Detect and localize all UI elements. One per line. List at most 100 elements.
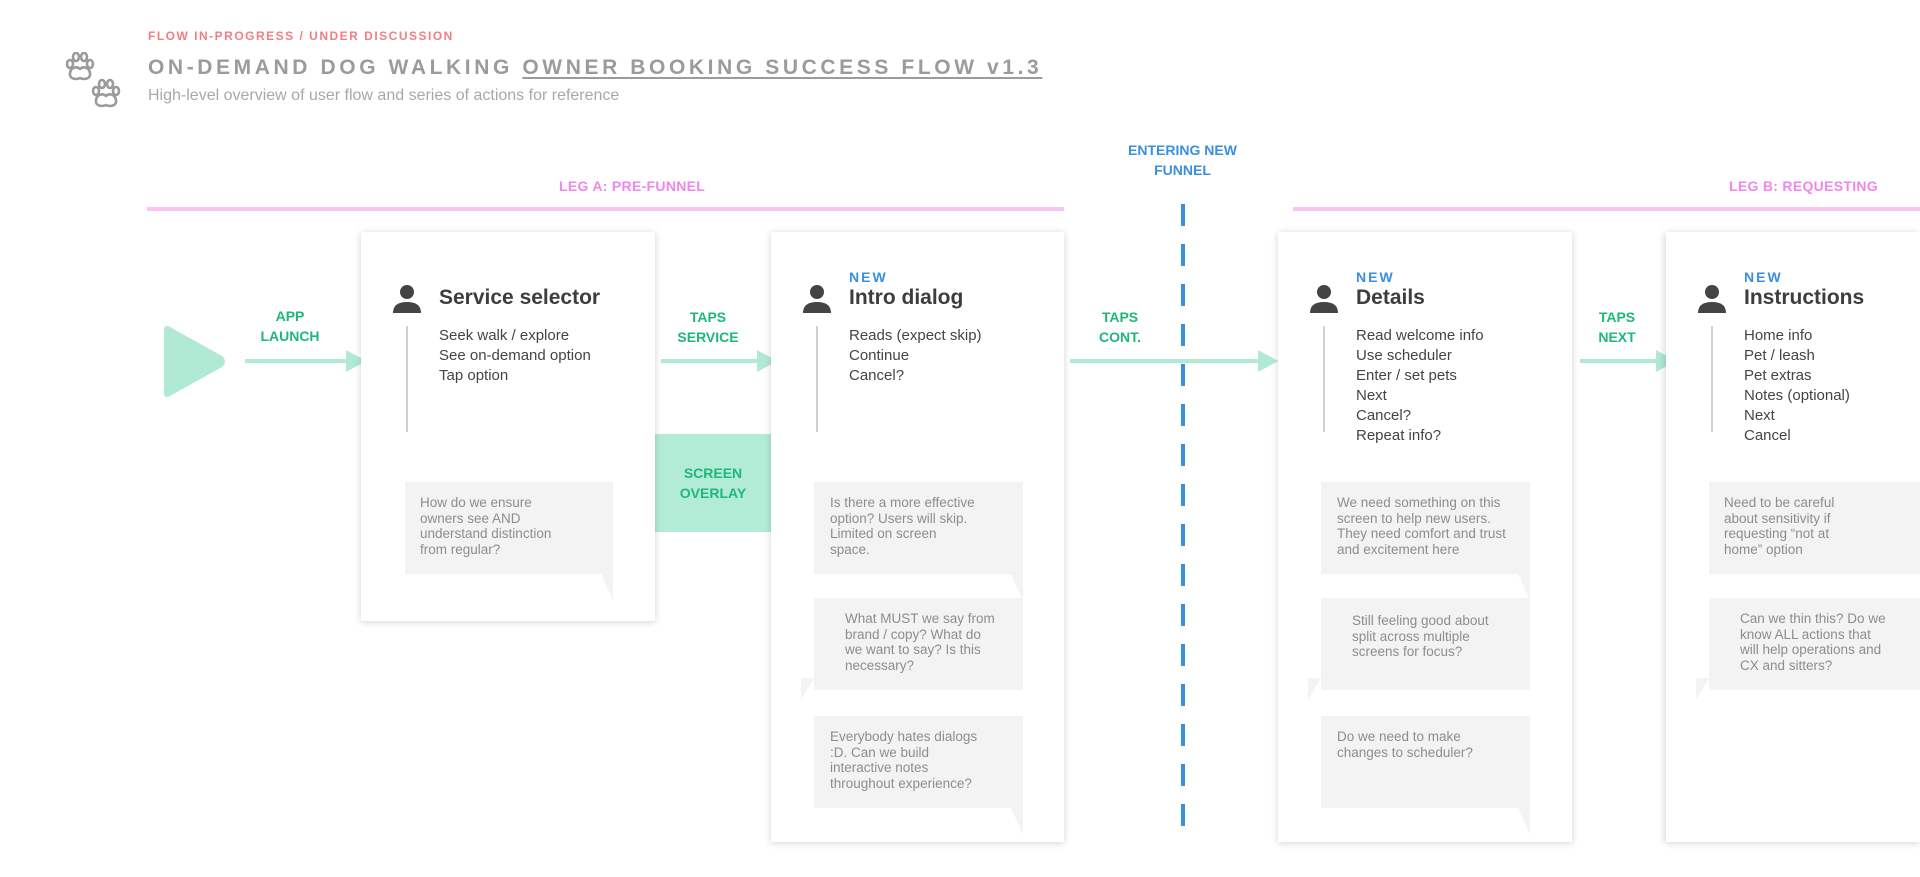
- note-line: space.: [830, 541, 870, 557]
- connector-app-launch: APP LAUNCH: [250, 306, 330, 346]
- comment-bubble: We need something on this screen to help…: [1321, 482, 1530, 600]
- step-item: Use scheduler: [1356, 347, 1452, 364]
- comment-bubble: What MUST we say from brand / copy? What…: [801, 598, 1023, 700]
- note-line: CX and sitters?: [1740, 657, 1833, 673]
- comment-bubble: Can we thin this? Do we know ALL actions…: [1696, 598, 1920, 700]
- connector-label-line: APP: [275, 308, 305, 324]
- comment-bubble: Is there a more effective option? Users …: [814, 482, 1023, 600]
- funnel-dashed-line: [1181, 204, 1185, 840]
- note-line: brand / copy? What do: [845, 626, 981, 642]
- step-item: Repeat info?: [1356, 427, 1442, 444]
- leg-a-bar: [147, 207, 1064, 211]
- connector-label-line: TAPS: [1101, 309, 1139, 325]
- comment-bubble: How do we ensure owners see AND understa…: [405, 482, 613, 600]
- note-line: Need to be careful: [1724, 495, 1835, 510]
- step-item: Tap option: [439, 367, 509, 384]
- connector-label-line: TAPS: [1598, 309, 1636, 325]
- arrow-line: [661, 359, 761, 363]
- note-line: will help operations and: [1740, 642, 1882, 657]
- steps-divider: [816, 326, 818, 432]
- screen-overlay-box: SCREEN OVERLAY: [655, 434, 771, 532]
- comment-bubble: Need to be careful about sensitivity if …: [1709, 482, 1920, 574]
- funnel-label-line2: FUNNEL: [1154, 162, 1211, 178]
- comment-bubble: Everybody hates dialogs :D. Can we build…: [814, 716, 1023, 834]
- person-icon: [803, 285, 831, 313]
- note-line: changes to scheduler?: [1337, 744, 1473, 760]
- card-title: Intro dialog: [849, 286, 964, 309]
- note-line: Limited on screen: [830, 526, 937, 541]
- new-badge: NEW: [849, 269, 888, 285]
- note-line: Still feeling good about: [1352, 613, 1489, 628]
- step-item: Cancel?: [1356, 407, 1412, 424]
- arrow-head-icon: [1258, 350, 1278, 372]
- note-line: requesting “not at: [1724, 526, 1830, 541]
- step-item: Continue: [849, 347, 910, 364]
- note-line: How do we ensure: [420, 495, 532, 510]
- funnel-label-line1: ENTERING NEW: [1128, 142, 1237, 158]
- note-line: interactive notes: [830, 760, 929, 775]
- step-item: Next: [1356, 387, 1387, 404]
- person-icon: [1698, 285, 1726, 313]
- arrow-line: [1580, 359, 1660, 363]
- steps-list: Seek walk / explore See on-demand option…: [439, 326, 591, 386]
- card-title: Details: [1356, 286, 1425, 309]
- note-line: split across multiple: [1352, 628, 1470, 644]
- steps-list: Home info Pet / leash Pet extras Notes (…: [1744, 326, 1850, 446]
- note-line: throughout experience?: [830, 775, 972, 791]
- step-item: Cancel: [1744, 427, 1791, 444]
- note-line: necessary?: [845, 657, 915, 673]
- card-title: Service selector: [439, 286, 601, 309]
- leg-b-bar: [1293, 207, 1920, 211]
- arrow-line: [1070, 359, 1262, 363]
- steps-divider: [1711, 326, 1713, 432]
- note-line: and excitement here: [1337, 541, 1460, 557]
- step-item: Enter / set pets: [1356, 367, 1457, 384]
- note-line: home” option: [1724, 541, 1803, 557]
- connector-label-line: NEXT: [1598, 329, 1636, 345]
- new-badge: NEW: [1744, 269, 1783, 285]
- note-line: We need something on this: [1337, 495, 1501, 510]
- note-line: screens for focus?: [1352, 644, 1463, 659]
- note-line: What MUST we say from: [845, 611, 995, 626]
- paw-prints-icon: [66, 52, 121, 108]
- new-badge: NEW: [1356, 269, 1395, 285]
- note-line: Everybody hates dialogs: [830, 729, 978, 744]
- steps-divider: [406, 326, 408, 432]
- note-line: about sensitivity if: [1724, 510, 1831, 526]
- leg-b-label: LEG B: REQUESTING: [1729, 178, 1878, 194]
- note-line: we want to say? Is this: [845, 642, 981, 657]
- step-item: See on-demand option: [439, 347, 591, 364]
- note-line: Is there a more effective: [830, 495, 975, 510]
- note-line: They need comfort and trust: [1337, 526, 1506, 541]
- person-icon: [393, 285, 421, 313]
- overlay-label-line: SCREEN: [683, 465, 743, 481]
- play-icon: [164, 326, 225, 397]
- arrow-line: [245, 359, 350, 363]
- step-item: Reads (expect skip): [849, 327, 982, 344]
- step-item: Home info: [1744, 327, 1813, 344]
- note-line: Can we thin this? Do we: [1740, 611, 1886, 626]
- connector-label-line: LAUNCH: [260, 328, 320, 344]
- note-line: :D. Can we build: [830, 744, 930, 760]
- person-icon: [1310, 285, 1338, 313]
- note-line: option? Users will skip.: [830, 510, 968, 526]
- note-line: from regular?: [420, 541, 501, 557]
- page-subtitle: High-level overview of user flow and ser…: [148, 87, 620, 104]
- comment-bubble: Still feeling good about split across mu…: [1308, 598, 1530, 700]
- step-item: Cancel?: [849, 367, 905, 384]
- funnel-label: ENTERING NEW FUNNEL: [1120, 140, 1245, 180]
- title-main: ON-DEMAND DOG WALKING: [148, 56, 523, 79]
- note-line: Do we need to make: [1337, 729, 1461, 744]
- connector-taps-service: TAPS SERVICE: [668, 307, 748, 347]
- page-title: ON-DEMAND DOG WALKING OWNER BOOKING SUCC…: [148, 56, 1042, 80]
- steps-list: Reads (expect skip) Continue Cancel?: [849, 326, 982, 386]
- connector-label-line: CONT.: [1099, 329, 1141, 345]
- note-line: screen to help new users.: [1337, 510, 1491, 526]
- steps-list: Read welcome info Use scheduler Enter / …: [1356, 326, 1484, 446]
- step-item: Notes (optional): [1744, 387, 1850, 404]
- leg-a-label: LEG A: PRE-FUNNEL: [559, 178, 706, 194]
- note-line: know ALL actions that: [1740, 626, 1871, 642]
- note-line: understand distinction: [420, 526, 552, 541]
- note-line: owners see AND: [420, 510, 521, 526]
- connector-label-line: SERVICE: [677, 329, 739, 345]
